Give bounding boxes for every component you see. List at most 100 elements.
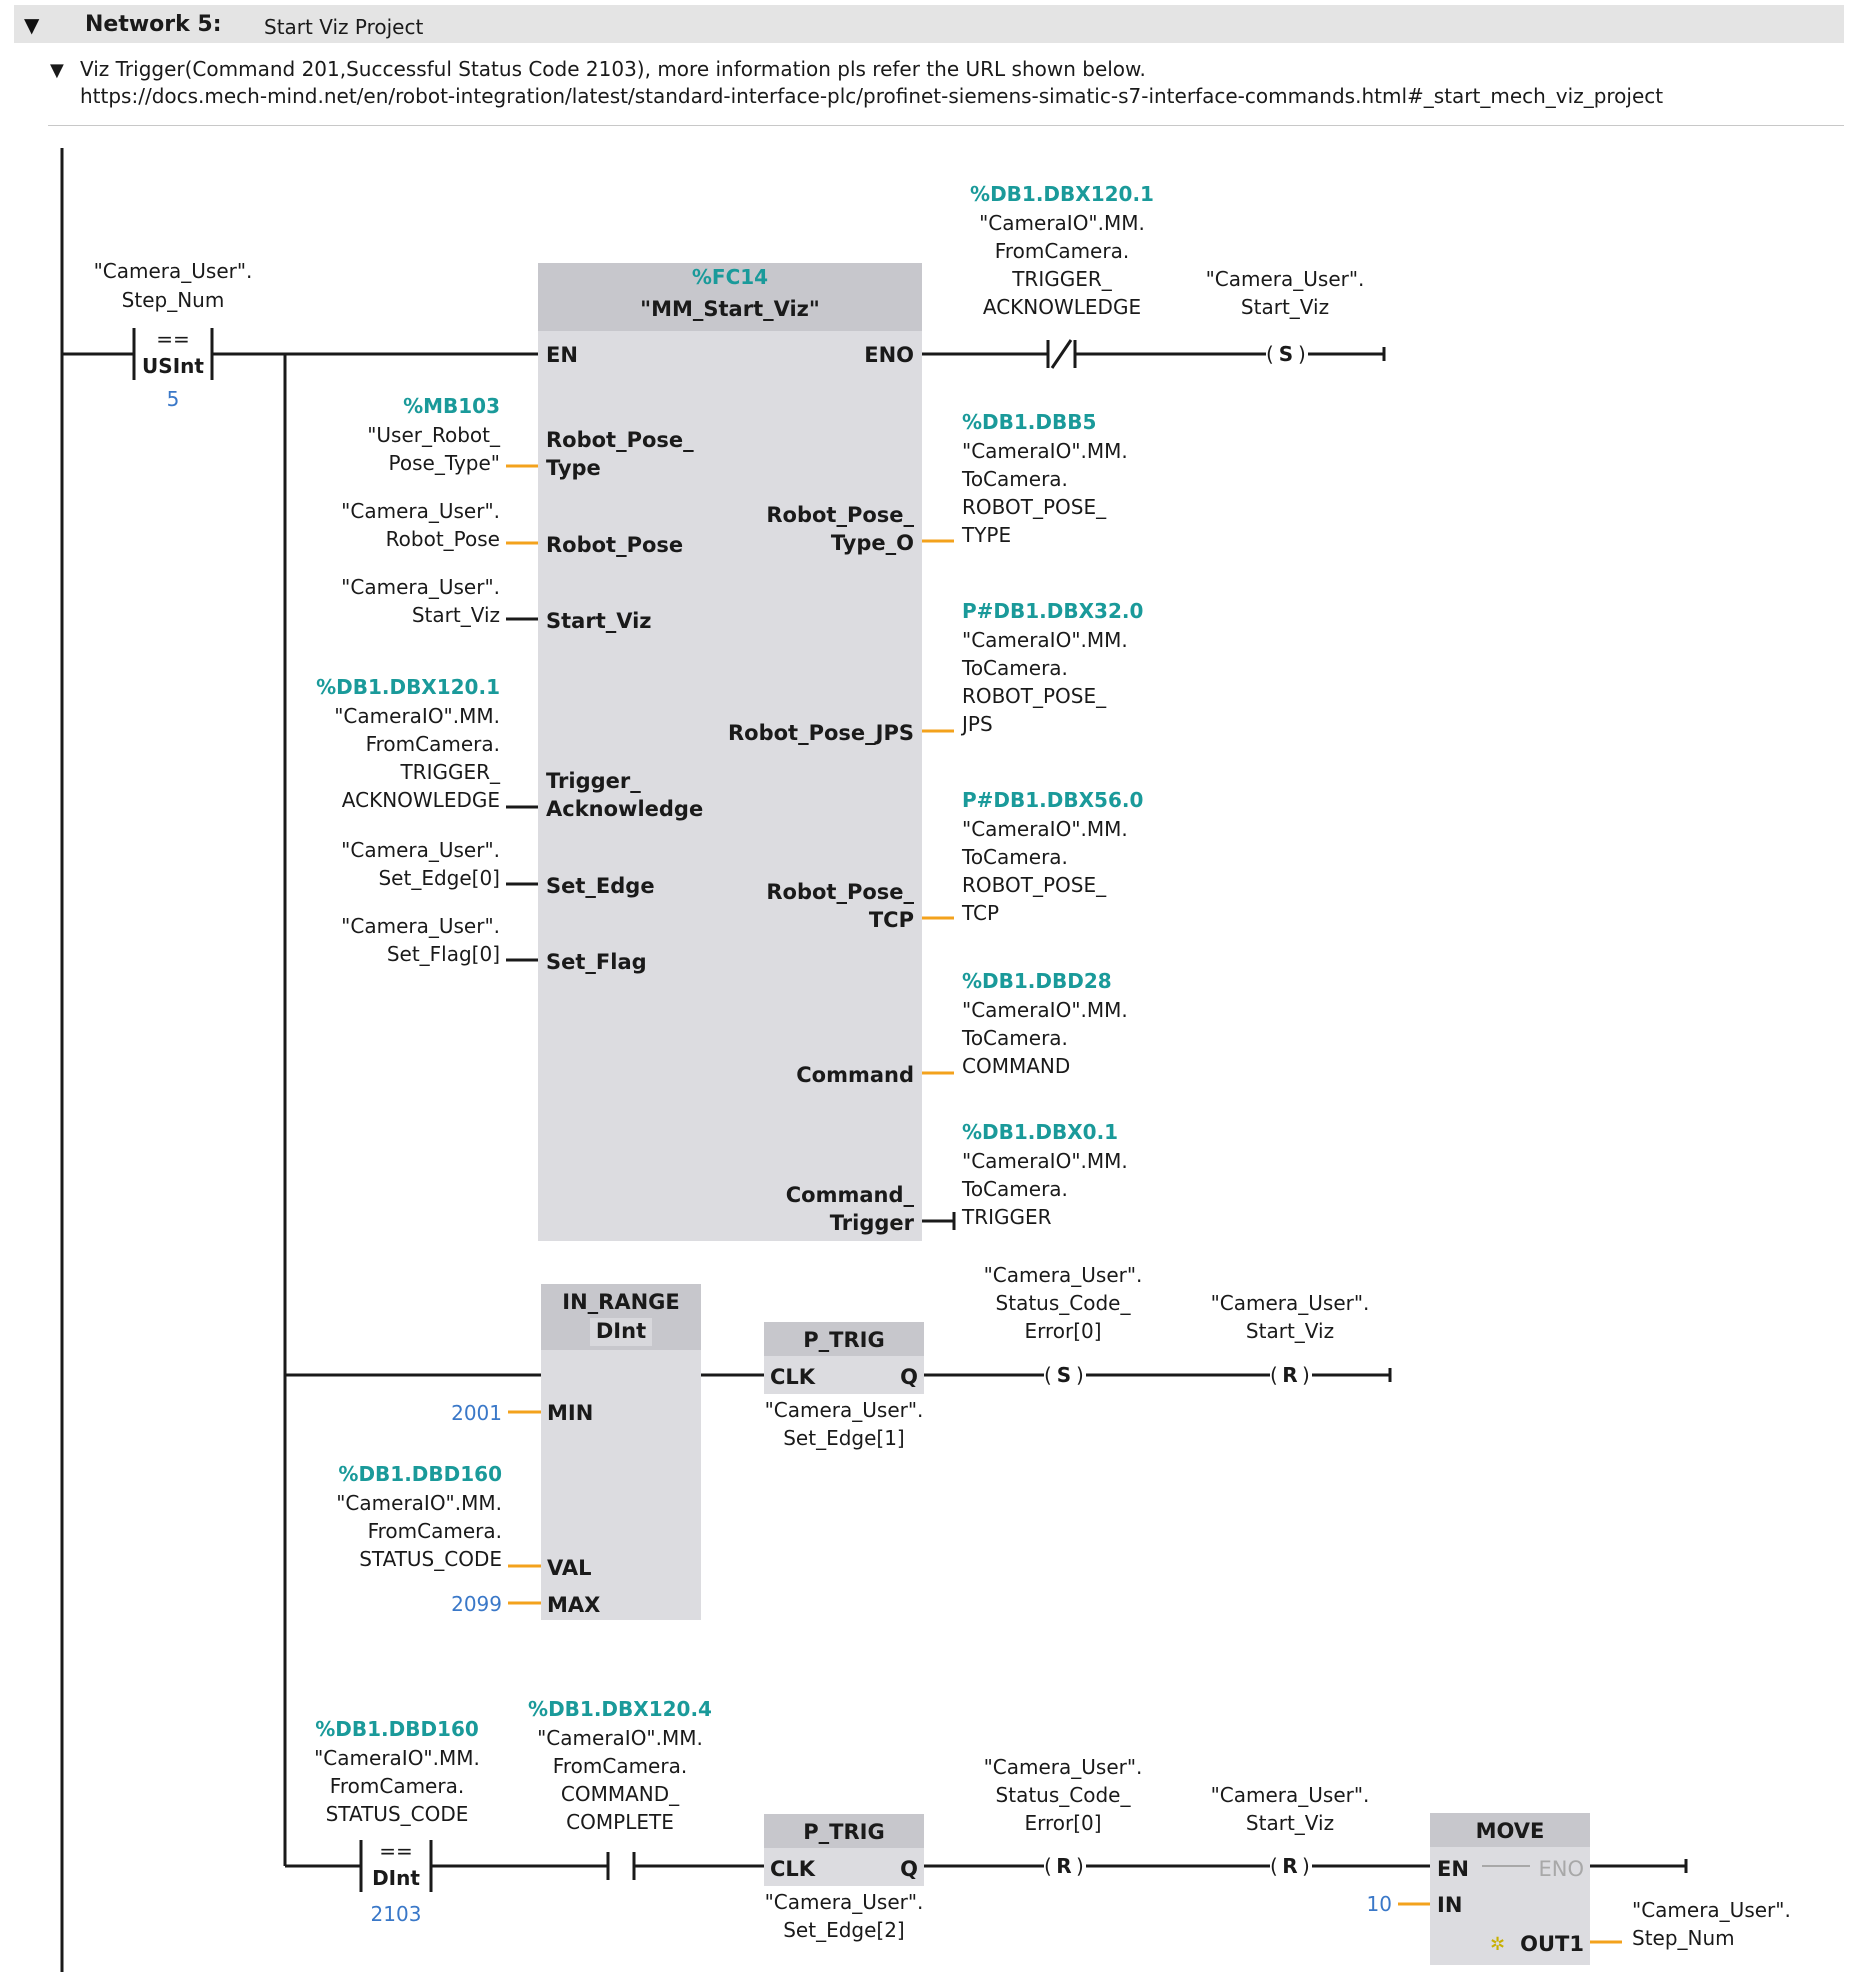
tcp-l4[interactable]: TCP (961, 901, 999, 925)
r3-contact-l1[interactable]: "CameraIO".MM. (537, 1726, 703, 1750)
param-rp-l2[interactable]: Robot_Pose (386, 527, 500, 551)
ptrig1-l1[interactable]: "Camera_User". (765, 1398, 924, 1422)
param-ta-l2[interactable]: FromCamera. (366, 732, 500, 756)
ptrig2-block[interactable] (764, 1848, 924, 1886)
coil1-l2[interactable]: Start_Viz (1241, 295, 1329, 319)
r3-contact-l2[interactable]: FromCamera. (553, 1754, 687, 1778)
r3-coil2-l1[interactable]: "Camera_User". (1211, 1783, 1370, 1807)
ptrig2-l2[interactable]: Set_Edge[2] (783, 1918, 905, 1942)
jps-l2[interactable]: ToCamera. (961, 656, 1068, 680)
network-subtitle[interactable]: Start Viz Project (264, 15, 424, 39)
r3-coil2-l2[interactable]: Start_Viz (1246, 1811, 1334, 1835)
tcp-l1[interactable]: "CameraIO".MM. (962, 817, 1128, 841)
param-se-l1[interactable]: "Camera_User". (341, 838, 500, 862)
comment-collapse-icon[interactable]: ▼ (50, 60, 64, 81)
r2-coil1-l3[interactable]: Error[0] (1024, 1319, 1101, 1343)
ptrig1-title: P_TRIG (803, 1328, 884, 1352)
ptrig2-clk: CLK (770, 1857, 816, 1881)
r2-coil1-l2[interactable]: Status_Code_ (996, 1291, 1132, 1315)
r3-coil1-lparen: ( (1044, 1854, 1052, 1878)
r3-cmp-type: DInt (372, 1866, 420, 1890)
dbb5-l3[interactable]: ROBOT_POSE_ (962, 495, 1107, 519)
r3-cmp-op: == (379, 1839, 413, 1863)
param-ta-l4[interactable]: ACKNOWLEDGE (342, 788, 500, 812)
r2-coil1-rparen: ) (1076, 1363, 1084, 1387)
coil1-left-paren: ( (1266, 342, 1274, 366)
move-out-l2[interactable]: Step_Num (1632, 1926, 1735, 1950)
move-out-l1[interactable]: "Camera_User". (1632, 1898, 1791, 1922)
inrange-block[interactable] (541, 1350, 701, 1620)
fc14-name: "MM_Start_Viz" (640, 297, 820, 321)
r2-coil2-l2[interactable]: Start_Viz (1246, 1319, 1334, 1343)
coil1-type: S (1279, 342, 1293, 366)
inrange-val-l2[interactable]: FromCamera. (368, 1519, 502, 1543)
r3-coil1-l1[interactable]: "Camera_User". (984, 1755, 1143, 1779)
comment-line-2: https://docs.mech-mind.net/en/robot-inte… (80, 84, 1664, 108)
r2-coil2-l1[interactable]: "Camera_User". (1211, 1291, 1370, 1315)
dbb5-l2[interactable]: ToCamera. (961, 467, 1068, 491)
jps-l3[interactable]: ROBOT_POSE_ (962, 684, 1107, 708)
trig-l1[interactable]: "CameraIO".MM. (962, 1149, 1128, 1173)
r2-coil1-type: S (1057, 1363, 1071, 1387)
param-mb103-l1[interactable]: "User_Robot_ (367, 423, 501, 447)
cmp1-var-l2[interactable]: Step_Num (122, 288, 225, 312)
ack-l1[interactable]: "CameraIO".MM. (979, 211, 1145, 235)
dbb5-l1[interactable]: "CameraIO".MM. (962, 439, 1128, 463)
ptrig1-clk: CLK (770, 1365, 816, 1389)
param-sv-l1[interactable]: "Camera_User". (341, 575, 500, 599)
trig-l2[interactable]: ToCamera. (961, 1177, 1068, 1201)
trig-l3[interactable]: TRIGGER (961, 1205, 1052, 1229)
param-rp-l1[interactable]: "Camera_User". (341, 499, 500, 523)
r3-coil1-l3[interactable]: Error[0] (1024, 1811, 1101, 1835)
param-se-l2[interactable]: Set_Edge[0] (378, 866, 500, 890)
cmd-l1[interactable]: "CameraIO".MM. (962, 998, 1128, 1022)
cmd-l2[interactable]: ToCamera. (961, 1026, 1068, 1050)
cmp1-value[interactable]: 5 (167, 387, 180, 411)
dbb5-addr: %DB1.DBB5 (962, 410, 1096, 434)
coil1-l1[interactable]: "Camera_User". (1206, 267, 1365, 291)
inrange-pin-min: MIN (547, 1401, 593, 1425)
r3-cmp-value[interactable]: 2103 (371, 1902, 422, 1926)
inrange-min-value[interactable]: 2001 (451, 1401, 502, 1425)
network-header[interactable]: ▼ Network 5: Start Viz Project (14, 5, 1844, 43)
ptrig1-block[interactable] (764, 1356, 924, 1394)
inrange-val-l1[interactable]: "CameraIO".MM. (336, 1491, 502, 1515)
param-ta-l3[interactable]: TRIGGER_ (399, 760, 501, 784)
r3-coil1-l2[interactable]: Status_Code_ (996, 1783, 1132, 1807)
collapse-triangle-icon[interactable]: ▼ (24, 13, 40, 37)
inrange-val-l3[interactable]: STATUS_CODE (359, 1547, 502, 1571)
tcp-l3[interactable]: ROBOT_POSE_ (962, 873, 1107, 897)
param-ta-l1[interactable]: "CameraIO".MM. (334, 704, 500, 728)
ack-l2[interactable]: FromCamera. (995, 239, 1129, 263)
network-comment[interactable]: Viz Trigger(Command 201,Successful Statu… (80, 56, 1663, 110)
cmp1-var-l1[interactable]: "Camera_User". (94, 259, 253, 283)
ack-l3[interactable]: TRIGGER_ (1011, 267, 1113, 291)
inrange-max-value[interactable]: 2099 (451, 1592, 502, 1616)
move-header (1430, 1813, 1590, 1847)
ptrig1-q: Q (900, 1365, 918, 1389)
cmd-l3[interactable]: COMMAND (962, 1054, 1070, 1078)
r3-contact-l3[interactable]: COMMAND_ (561, 1782, 680, 1806)
r3-cmp-l2[interactable]: FromCamera. (330, 1774, 464, 1798)
tcp-l2[interactable]: ToCamera. (961, 845, 1068, 869)
dbb5-l4[interactable]: TYPE (961, 523, 1011, 547)
inrange-type[interactable]: DInt (596, 1319, 646, 1343)
inrange-type-badge[interactable] (590, 1318, 652, 1346)
param-mb103-l2[interactable]: Pose_Type" (389, 451, 500, 475)
fc14-block[interactable] (538, 331, 922, 1241)
ack-l4[interactable]: ACKNOWLEDGE (983, 295, 1141, 319)
r2-coil1-l1[interactable]: "Camera_User". (984, 1263, 1143, 1287)
ptrig2-l1[interactable]: "Camera_User". (765, 1890, 924, 1914)
jps-l1[interactable]: "CameraIO".MM. (962, 628, 1128, 652)
param-sv-l2[interactable]: Start_Viz (412, 603, 500, 627)
inrange-pin-max: MAX (547, 1593, 600, 1617)
r3-contact-l4[interactable]: COMPLETE (566, 1810, 674, 1834)
move-in-value[interactable]: 10 (1367, 1892, 1392, 1916)
ptrig1-l2[interactable]: Set_Edge[1] (783, 1426, 905, 1450)
jps-l4[interactable]: JPS (960, 712, 993, 736)
r3-coil1-rparen: ) (1076, 1854, 1084, 1878)
param-sf-l1[interactable]: "Camera_User". (341, 914, 500, 938)
r3-cmp-l3[interactable]: STATUS_CODE (326, 1802, 469, 1826)
param-sf-l2[interactable]: Set_Flag[0] (387, 942, 500, 966)
r3-cmp-l1[interactable]: "CameraIO".MM. (314, 1746, 480, 1770)
